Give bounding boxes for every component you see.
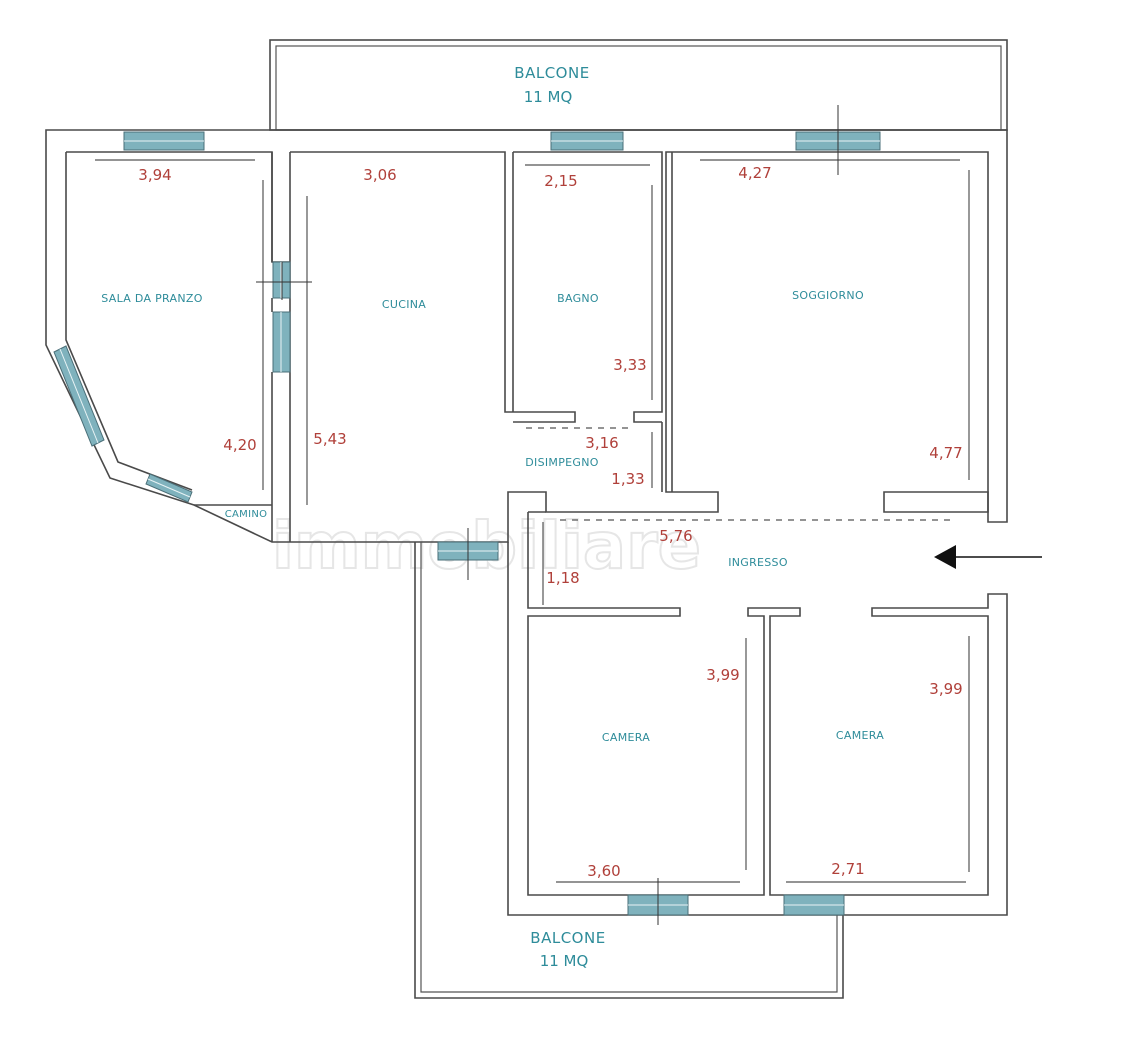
- balcony-top: [269, 39, 1008, 131]
- dim-ingresso-height: 1,18: [546, 569, 579, 587]
- dim-camera-left-height: 3,99: [706, 666, 739, 684]
- dim-bagno-width: 2,15: [544, 172, 577, 190]
- dim-disimpegno-width: 3,16: [585, 434, 618, 452]
- outer-walls: [45, 129, 1008, 543]
- room-label-cucina: CUCINA: [382, 298, 426, 311]
- dim-soggiorno-width: 4,27: [738, 164, 771, 182]
- room-label-ingresso: INGRESSO: [728, 556, 788, 569]
- window-camera-right: [783, 894, 845, 916]
- dim-camera-left-width: 3,60: [587, 862, 620, 880]
- dim-ingresso-width: 5,76: [659, 527, 692, 545]
- balcony-top-label: BALCONE: [514, 64, 589, 82]
- room-label-bagno: BAGNO: [557, 292, 599, 305]
- dim-cucina-width: 3,06: [363, 166, 396, 184]
- window-bagno-top: [550, 131, 624, 151]
- lower-wing-walls: [507, 511, 1008, 916]
- room-label-camera-right: CAMERA: [836, 729, 884, 742]
- dim-sala-width: 3,94: [138, 166, 171, 184]
- balcony-top-area: 11 MQ: [524, 88, 573, 106]
- balcony-bottom: [414, 542, 844, 999]
- section-markers: [256, 105, 839, 925]
- dimension-lines: [95, 159, 970, 883]
- dim-camera-right-height: 3,99: [929, 680, 962, 698]
- dim-camera-right-width: 2,71: [831, 860, 864, 878]
- dim-bagno-height: 3,33: [613, 356, 646, 374]
- window-sala-diagonal: [53, 345, 105, 447]
- balcony-bottom-label: BALCONE: [530, 929, 605, 947]
- room-label-camino: CAMINO: [225, 509, 268, 520]
- room-label-sala-da-pranzo: SALA DA PRANZO: [101, 292, 202, 305]
- window-sala-cucina-2: [272, 311, 291, 373]
- dim-disimpegno-height: 1,33: [611, 470, 644, 488]
- balcony-bottom-area: 11 MQ: [540, 952, 589, 970]
- room-label-camera-left: CAMERA: [602, 731, 650, 744]
- arrow-left-icon: [934, 545, 1042, 569]
- room-label-disimpegno: DISIMPEGNO: [525, 456, 598, 469]
- dim-soggiorno-height: 4,77: [929, 444, 962, 462]
- room-label-soggiorno: SOGGIORNO: [792, 289, 864, 302]
- dim-sala-height: 4,20: [223, 436, 256, 454]
- window-sala-bottom: [145, 473, 193, 503]
- dim-cucina-height: 5,43: [313, 430, 346, 448]
- window-sala-top: [123, 131, 205, 151]
